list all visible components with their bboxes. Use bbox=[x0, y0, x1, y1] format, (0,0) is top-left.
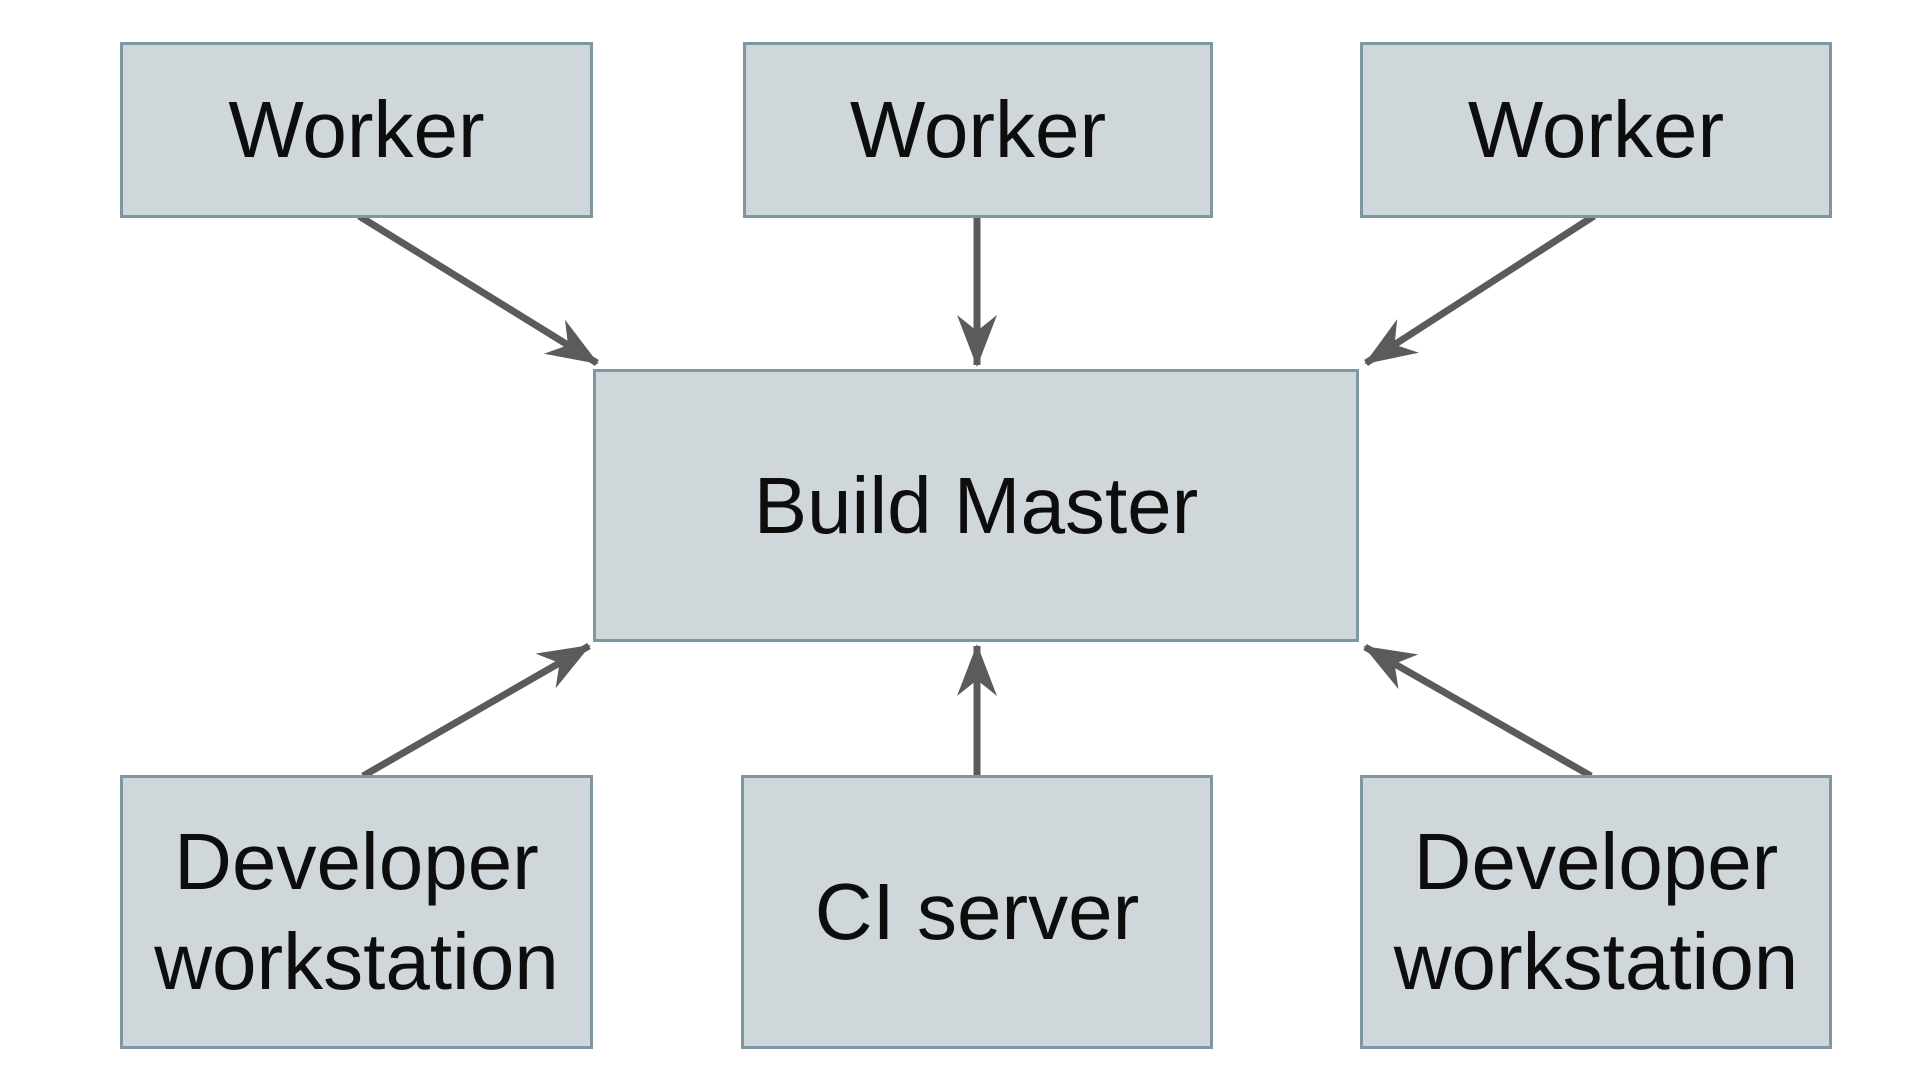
arrow-worker-3-to-build-master bbox=[1364, 213, 1596, 366]
node-worker-2-label: Worker bbox=[849, 85, 1107, 174]
node-worker-3-label: Worker bbox=[1467, 85, 1725, 174]
arrow-worker-1-to-build-master bbox=[357, 213, 599, 366]
node-dev-workstation-1-label: Developer workstation bbox=[154, 817, 559, 1006]
node-dev-workstation-2-label: Developer workstation bbox=[1393, 817, 1799, 1006]
node-build-master-label: Build Master bbox=[753, 460, 1199, 550]
node-ci-server-label: CI server bbox=[814, 867, 1140, 956]
node-dev-workstation-1: Developer workstation bbox=[120, 775, 593, 1049]
node-dev-workstation-2: Developer workstation bbox=[1360, 775, 1832, 1049]
node-worker-1: Worker bbox=[120, 42, 593, 218]
arrow-dev-workstation-1-to-build-master bbox=[361, 642, 591, 780]
node-build-master: Build Master bbox=[593, 369, 1359, 642]
node-worker-2: Worker bbox=[743, 42, 1213, 218]
node-worker-3: Worker bbox=[1360, 42, 1832, 218]
arrow-dev-workstation-2-to-build-master bbox=[1363, 643, 1593, 780]
node-worker-1-label: Worker bbox=[228, 85, 485, 174]
node-ci-server: CI server bbox=[741, 775, 1213, 1049]
